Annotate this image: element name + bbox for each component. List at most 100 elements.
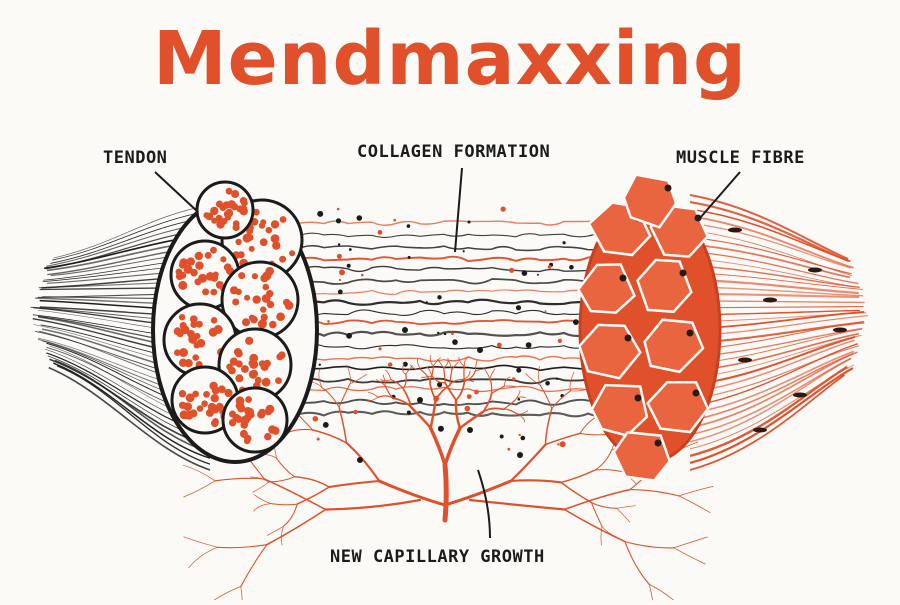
tendon-fibril bbox=[230, 286, 238, 294]
tendon-fibril bbox=[176, 273, 184, 281]
collagen-leader bbox=[455, 168, 462, 252]
collagen-particle bbox=[317, 438, 320, 441]
capillary-branch bbox=[313, 430, 347, 443]
collagen-particle bbox=[327, 320, 330, 323]
tendon-fibril bbox=[211, 394, 219, 402]
capillary-branch bbox=[430, 380, 436, 400]
muscle-fibre-label: MUSCLE FIBRE bbox=[676, 148, 805, 168]
collagen-particle bbox=[509, 268, 514, 273]
tendon-fibril bbox=[264, 433, 271, 440]
capillary-branch bbox=[386, 371, 392, 380]
capillary-branch bbox=[284, 504, 298, 526]
tendon-fibril bbox=[266, 290, 273, 297]
capillary-branch bbox=[540, 385, 552, 408]
collagen-particle bbox=[347, 264, 351, 268]
capillary-dot bbox=[517, 452, 523, 458]
collagen-particle bbox=[437, 332, 439, 334]
collagen-particle bbox=[323, 422, 329, 428]
collagen-particle bbox=[438, 426, 444, 432]
collagen-particle bbox=[393, 219, 396, 222]
muscle-nucleus bbox=[728, 228, 742, 233]
capillary-branch bbox=[470, 500, 565, 510]
tendon-fibril bbox=[197, 405, 204, 412]
tendon-fibril bbox=[238, 272, 245, 279]
capillary-branch bbox=[617, 506, 636, 509]
tendon-fibril bbox=[178, 281, 187, 290]
tendon-fibril bbox=[184, 265, 193, 274]
collagen-particle bbox=[313, 416, 319, 422]
capillary-branch bbox=[215, 478, 264, 480]
collagen-particle bbox=[558, 339, 562, 343]
capillary-branch bbox=[561, 470, 595, 482]
capillary-branch bbox=[630, 490, 679, 496]
capillary-branch bbox=[649, 584, 678, 600]
tendon-fibril bbox=[216, 215, 223, 222]
tendon-fibril bbox=[233, 224, 240, 231]
capillary-branch bbox=[411, 407, 431, 428]
capillary-branch bbox=[518, 411, 528, 414]
capillary-dot bbox=[417, 397, 423, 403]
tendon-fibril bbox=[190, 315, 198, 323]
tendon-fibril bbox=[211, 317, 218, 324]
tendon-fibril bbox=[269, 321, 277, 329]
collagen-particle bbox=[467, 394, 472, 399]
tendon-fibril bbox=[267, 301, 274, 308]
capillary-branch bbox=[591, 503, 616, 509]
tendon-fibril bbox=[249, 246, 255, 252]
tendon-fibril bbox=[179, 390, 186, 397]
capillary-branch bbox=[269, 477, 295, 482]
capillary-branch bbox=[276, 458, 294, 477]
tendon-fibril bbox=[174, 327, 182, 335]
tendon-fibril bbox=[242, 318, 250, 326]
capillary-branch bbox=[505, 377, 511, 386]
tendon-fibril bbox=[225, 215, 231, 221]
capillary-branch bbox=[319, 369, 322, 388]
muscle-cell-nucleus bbox=[680, 270, 687, 277]
tendon-fibril bbox=[186, 393, 195, 402]
collagen-particle bbox=[336, 218, 341, 223]
tendon-fibril bbox=[251, 370, 258, 377]
collagen-particle bbox=[319, 364, 321, 366]
tendon-fibril bbox=[182, 412, 190, 420]
collagen-particle bbox=[353, 410, 357, 414]
capillary-branch bbox=[617, 508, 630, 522]
collagen-particle bbox=[569, 265, 574, 270]
tendon-fibril bbox=[280, 216, 287, 223]
capillary-branch bbox=[253, 482, 269, 492]
capillary-branch bbox=[452, 362, 459, 370]
tendon-fibril bbox=[208, 404, 217, 413]
collagen-particle bbox=[556, 378, 558, 380]
collagen-particle bbox=[444, 333, 447, 336]
capillary-branch bbox=[184, 481, 216, 497]
tendon-fibril bbox=[195, 252, 203, 260]
collagen-particle bbox=[522, 270, 528, 276]
collagen-particle bbox=[516, 305, 521, 310]
capillary-branch bbox=[504, 409, 518, 414]
capillary-branch bbox=[271, 504, 297, 505]
capillary-branch bbox=[490, 369, 495, 379]
capillary-branch bbox=[218, 545, 267, 548]
capillary-branch bbox=[254, 495, 271, 504]
capillary-branch bbox=[456, 381, 464, 400]
tendon-fibril bbox=[240, 430, 248, 438]
tendon-fibril bbox=[205, 252, 212, 259]
capillary-branch bbox=[674, 537, 708, 548]
capillary-branch bbox=[511, 445, 546, 482]
tendon-fibril bbox=[232, 299, 239, 306]
collagen-particle bbox=[563, 241, 566, 244]
tendon-fibril bbox=[271, 220, 279, 228]
tendon-fibril bbox=[195, 261, 203, 269]
tendon-leader bbox=[155, 172, 198, 212]
tendon-fibril bbox=[210, 247, 217, 254]
muscle-strand bbox=[690, 237, 852, 273]
capillary-branch bbox=[241, 587, 243, 601]
capillary-branch bbox=[184, 537, 218, 548]
tendon-fibril bbox=[255, 377, 262, 384]
collagen-particle bbox=[426, 301, 428, 303]
collagen-particle bbox=[361, 274, 364, 277]
capillary-branch bbox=[475, 361, 477, 372]
tendon-fibril bbox=[260, 238, 268, 246]
collagen-particle bbox=[516, 368, 521, 373]
collagen-particle bbox=[501, 207, 506, 212]
